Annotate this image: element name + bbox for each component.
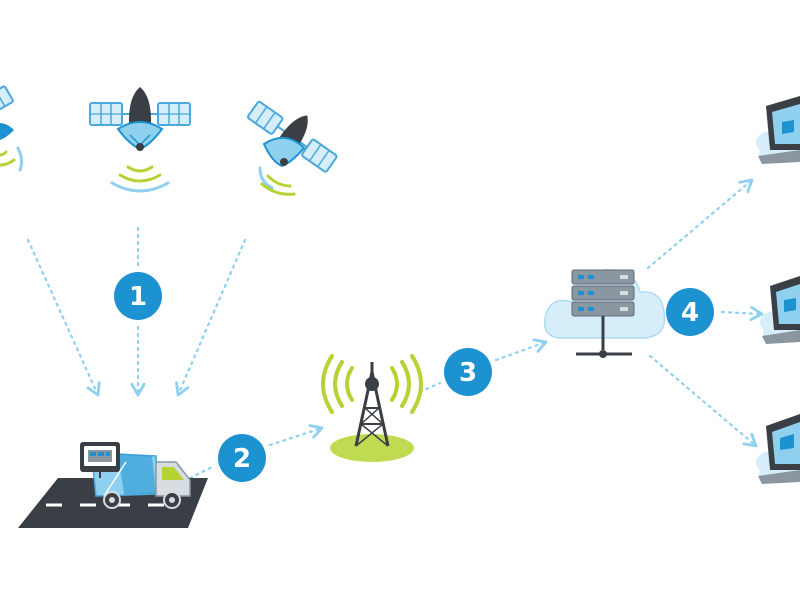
connector-step4-to-laptop-mid [720,305,764,321]
laptop-bottom-icon [755,414,800,484]
satellite-right-icon [247,100,338,196]
connector-step3-to-cloud [494,338,548,362]
step-badge-3-label: 3 [459,358,477,388]
step-badge-4-label: 4 [681,298,699,328]
connector-step2-to-tower [268,424,324,447]
step-badge-1-label: 1 [129,282,147,312]
cloud-server-icon [543,269,666,358]
cell-tower-icon [321,354,423,462]
step-badge-3: 3 [444,348,492,396]
step-badge-4: 4 [666,288,714,336]
connector-sat-right-to-truck [175,238,247,397]
step-badge-2: 2 [218,434,266,482]
step-badge-1: 1 [114,272,162,320]
connector-cloud-to-laptop-bottom [648,354,758,448]
connector-sat-left-to-truck [26,238,101,397]
gps-unit-icon [80,442,120,478]
connector-truck-to-step2 [188,464,216,480]
truck-icon [18,453,208,528]
laptop-top-icon [755,96,800,164]
satellite-left-icon [0,85,24,172]
connector-cloud-to-laptop-top [646,178,754,270]
satellite-center-icon [89,87,191,193]
laptop-middle-icon [759,276,800,344]
step-badge-2-label: 2 [233,444,251,474]
